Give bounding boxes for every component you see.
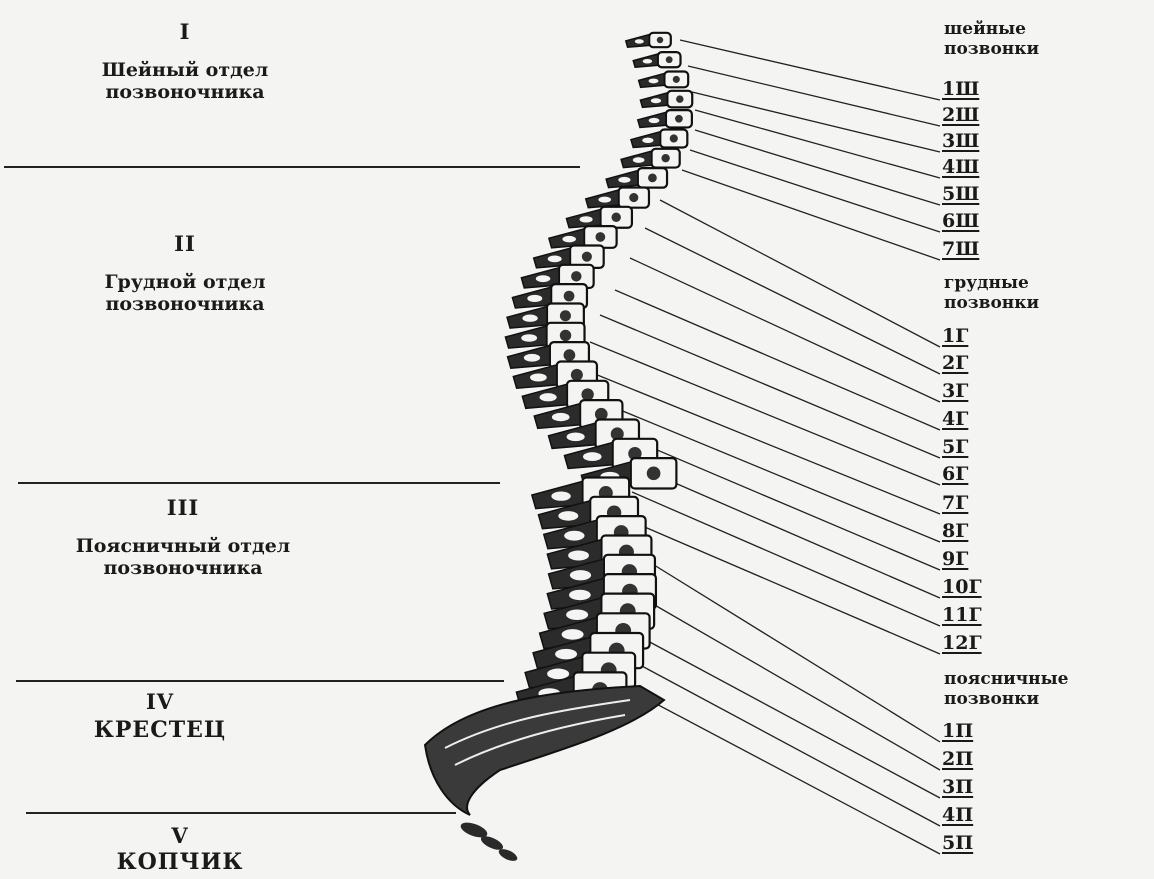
leader-line-thoracic-5 <box>600 315 940 458</box>
vertebra-body <box>633 52 680 67</box>
leader-line-lumbar-2 <box>646 600 940 770</box>
leader-line-thoracic-12 <box>640 525 940 654</box>
leader-line-lumbar-3 <box>646 640 940 798</box>
leader-line-cervical-6 <box>690 150 940 232</box>
vertebra-body <box>638 110 692 127</box>
leader-line-thoracic-11 <box>632 492 940 626</box>
leader-line-thoracic-4 <box>615 290 940 430</box>
leader-line-lumbar-4 <box>640 665 940 826</box>
sacrum-shape <box>425 686 664 815</box>
vertebra-body <box>640 91 692 108</box>
vertebra-body <box>606 168 667 187</box>
vertebra-body <box>631 129 687 147</box>
coccyx-shape <box>459 820 519 864</box>
vertebra-bodies <box>505 33 692 708</box>
leader-line-cervical-7 <box>682 170 940 260</box>
vertebra-body <box>566 207 631 228</box>
vertebra-body <box>639 71 689 87</box>
leader-line-cervical-1 <box>680 40 940 100</box>
leader-line-cervical-2 <box>688 66 940 126</box>
vertebra-body <box>626 33 671 47</box>
vertebra-body <box>621 149 680 168</box>
leader-line-thoracic-9 <box>610 430 940 570</box>
vertebra-body <box>586 187 649 207</box>
leader-line-thoracic-3 <box>630 258 940 402</box>
leader-line-lumbar-1 <box>646 560 940 742</box>
leader-line-thoracic-1 <box>660 200 940 347</box>
